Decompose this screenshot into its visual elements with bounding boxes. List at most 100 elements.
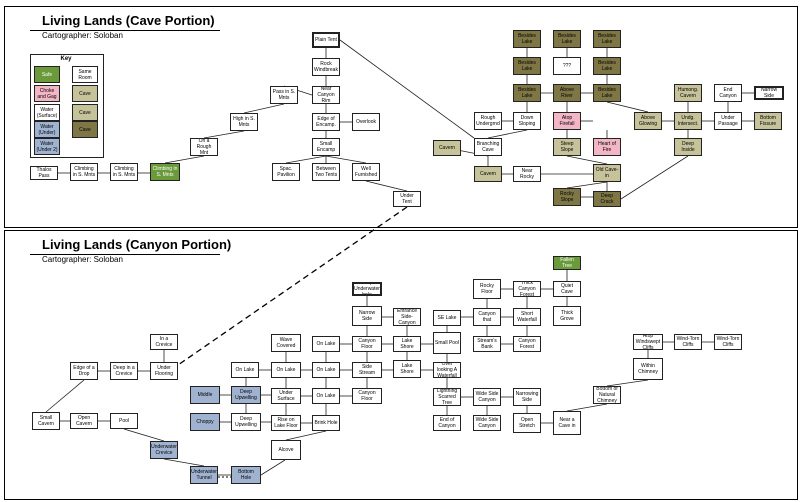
- map-node: Near a Cave in: [553, 411, 581, 435]
- connector-line: [123, 428, 165, 442]
- canyon-title-underline: [30, 254, 220, 255]
- map-node: Brink Hole: [312, 415, 340, 431]
- map-node: Rise on Lake Floor: [271, 415, 301, 431]
- map-node: Rough Undergrnd: [474, 112, 502, 130]
- connector-line: [566, 181, 608, 189]
- connector-line: [606, 379, 649, 387]
- map-node: Thick Grove: [553, 306, 581, 326]
- map-node: Underwater Crevice: [150, 441, 178, 459]
- key-cave-olive: Cave: [72, 121, 98, 138]
- key-same-room: Same Room: [72, 66, 98, 83]
- map-node: Stream's Bank: [473, 336, 501, 352]
- map-node: Under Surface: [271, 388, 301, 404]
- map-node: On Lake: [312, 362, 340, 378]
- map-node: Above River: [553, 84, 581, 102]
- map-node: On a Rough Mnt: [190, 138, 218, 156]
- map-node: Canyon Forest: [513, 336, 541, 352]
- map-node: Thalos Pass: [30, 166, 58, 180]
- map-node: Between Two Tents: [312, 163, 340, 181]
- map-node: Besides Lake: [553, 30, 581, 48]
- portion-link-dashed: [177, 206, 408, 366]
- map-node: Under Passage: [714, 112, 742, 130]
- connector-line: [163, 458, 205, 467]
- cave-title-underline: [30, 30, 220, 31]
- map-node: Narrow Side: [352, 306, 382, 326]
- map-node: Climbing in S. Mnts: [110, 163, 138, 181]
- map-node: Edge of a Drop: [70, 362, 98, 380]
- canyon-portion-title: Living Lands (Canyon Portion): [42, 237, 232, 252]
- connector-line: [339, 39, 475, 139]
- map-node: Under Flooring: [150, 362, 178, 380]
- map-node: Short Waterfall: [513, 308, 541, 326]
- map-node: Entrance Side-Canyon: [393, 308, 421, 326]
- map-node: Undg. Intersect.: [674, 112, 702, 130]
- map-node: Besides Lake: [513, 84, 541, 102]
- map-node: Wide Side Canyon: [473, 415, 501, 431]
- map-node: Canyon that: [473, 308, 501, 326]
- map-node: Besides Lake: [513, 30, 541, 48]
- map-node: In a Crevice: [150, 334, 178, 350]
- map-node: Pass in S. Mnts: [270, 86, 298, 104]
- map-node: Old Cave-in: [593, 164, 621, 182]
- connector-line: [285, 155, 327, 164]
- key-choke-swatch: Choke and Gag: [34, 85, 60, 102]
- map-node: Cavern: [433, 140, 461, 156]
- map-node: On Lake: [312, 388, 340, 404]
- map-node: Deep in a Crevice: [110, 362, 138, 380]
- map-node: End Canyon: [714, 84, 742, 102]
- map-node: Open Cavern: [70, 413, 98, 429]
- map-node: Branching Cave: [474, 138, 502, 156]
- map-node: Deep Crack: [593, 191, 621, 207]
- map-node: Above Glowing: [634, 112, 662, 130]
- map-node: Besides Lake: [593, 57, 621, 75]
- map-node: Down Sloping: [513, 112, 541, 130]
- map-node: Side Stream: [352, 362, 382, 378]
- map-node: Over looking A Waterfall: [433, 362, 461, 378]
- map-node: Deep Upwelling: [231, 386, 261, 404]
- connector-line: [164, 155, 205, 164]
- map-node: Small Encamp: [312, 138, 340, 156]
- map-node: ???: [553, 57, 581, 75]
- map-node: Underwater Tunnel: [190, 466, 218, 484]
- map-node: Steep Slope: [553, 138, 581, 156]
- connector-line: [45, 379, 85, 413]
- map-node: Besides Lake: [593, 84, 621, 102]
- map-node: End of Canyon: [433, 415, 461, 431]
- connector-line: [203, 130, 245, 139]
- map-node: Atop Windswept Cliffs: [633, 334, 663, 350]
- connector-line: [566, 155, 608, 165]
- connector-line: [285, 430, 327, 441]
- map-node: Lightning Scarred Tree: [433, 388, 461, 406]
- map-node: Heart of Fire: [593, 138, 621, 156]
- map-node: Under Tent: [393, 191, 421, 207]
- map-node: Climbing in S. Mnts: [150, 163, 180, 181]
- map-node: Atop Firefall: [553, 112, 581, 130]
- map-node: On Lake: [312, 336, 340, 352]
- map-node: Alcove: [271, 440, 301, 460]
- key-water-under-swatch: Water (Under): [34, 121, 60, 138]
- map-node: Pool: [110, 413, 138, 429]
- map-node: On Lake: [271, 362, 301, 378]
- connector-line: [620, 155, 689, 200]
- connector-line: [243, 103, 285, 114]
- map-node: Bottom Hole: [231, 466, 261, 484]
- map-node: Small Pool: [433, 332, 461, 354]
- connector-line: [566, 403, 608, 412]
- map-node: High in S. Mnts: [230, 113, 258, 131]
- map-node: Canyon Floor: [352, 388, 382, 404]
- map-node: Spac. Pavilion: [272, 163, 300, 181]
- map-node: Humong. Cavern: [674, 84, 702, 102]
- connector-line: [325, 155, 367, 164]
- map-node: Lake Shore: [393, 336, 421, 352]
- map-node: Besides Lake: [513, 57, 541, 75]
- map-node: Deep Inside: [674, 138, 702, 156]
- map-node: Bottom of Natural Chimney: [593, 386, 621, 404]
- map-node: Wave Covered: [271, 334, 301, 352]
- connector-line: [606, 101, 649, 113]
- canyon-cartographer: Cartographer: Soloban: [42, 255, 123, 264]
- map-node: Thick Canyon Forest: [513, 281, 541, 297]
- map-node: Choppy: [190, 413, 220, 431]
- map-node: Wind-Torn Cliffs: [714, 334, 742, 350]
- map-node: Narrow Side: [754, 86, 784, 100]
